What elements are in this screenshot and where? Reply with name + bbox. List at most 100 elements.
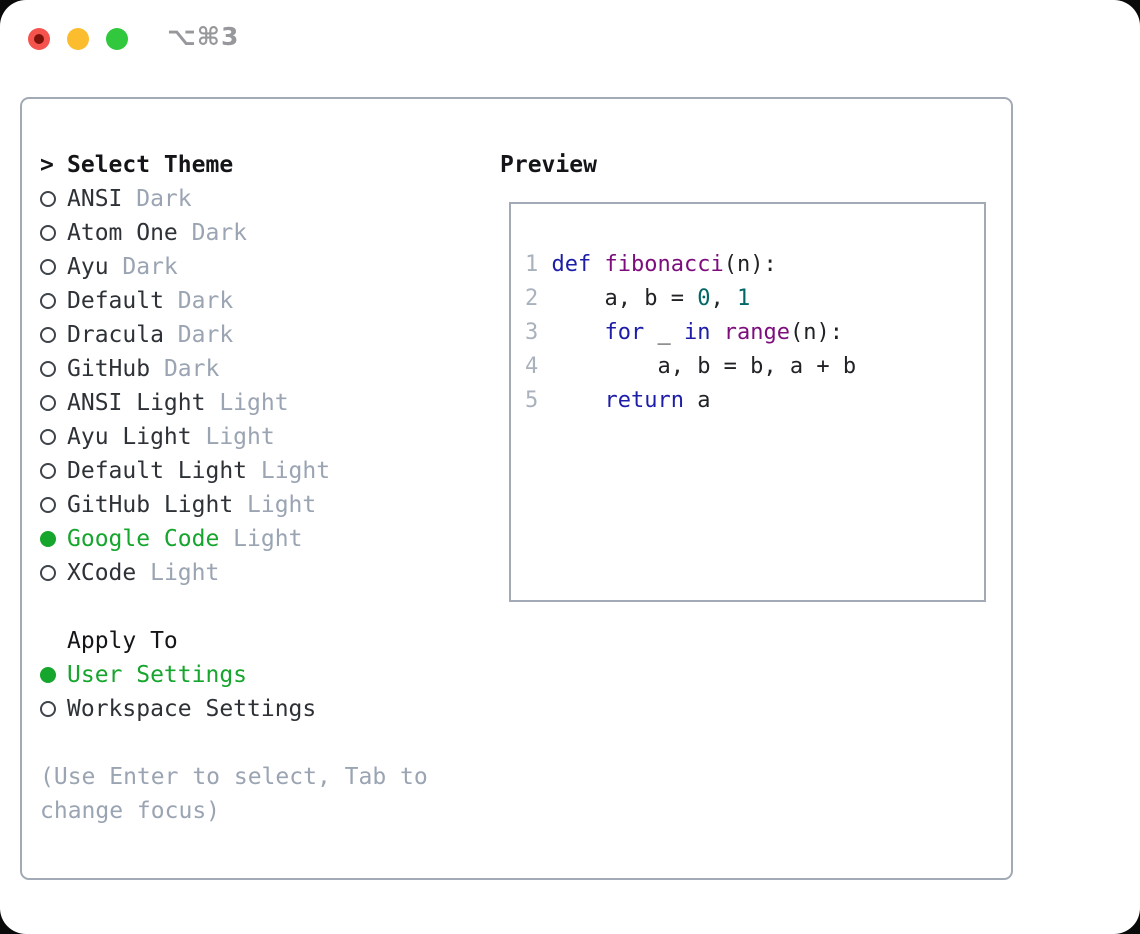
code-token: range [723, 320, 790, 345]
radio-marker [40, 454, 67, 488]
radio-marker [40, 318, 67, 352]
code-token: in [683, 320, 711, 345]
theme-option[interactable]: Ayu Light Light [40, 420, 428, 454]
theme-option[interactable]: Default Light Light [40, 454, 428, 488]
theme-variant: Light [191, 424, 275, 450]
theme-variant: Light [219, 526, 303, 552]
apply-to-title: Apply To [67, 628, 178, 654]
radio-icon [40, 463, 56, 479]
code-token [591, 252, 604, 277]
theme-variant: Dark [122, 186, 192, 212]
theme-option[interactable]: Atom One Dark [40, 216, 428, 250]
theme-variant: Light [205, 390, 289, 416]
line-number: 3 [525, 320, 552, 345]
code-token: 1 [736, 286, 751, 311]
line-number: 5 [525, 388, 552, 413]
code-token: 0 [697, 286, 711, 311]
radio-marker [40, 386, 67, 420]
record-dot-icon [34, 34, 44, 44]
code-line: 3 for _ in range(n): [525, 316, 984, 350]
theme-option[interactable]: Ayu Dark [40, 250, 428, 284]
window-minimize-button[interactable] [67, 28, 89, 50]
theme-name: Google Code [67, 526, 220, 552]
theme-variant: Dark [150, 356, 220, 382]
theme-name: GitHub Light [67, 492, 234, 518]
keyboard-shortcut-label: ⌥⌘3 [167, 22, 240, 51]
hint-text-line-2: change focus) [40, 798, 221, 824]
radio-icon [40, 565, 56, 581]
radio-marker [40, 420, 67, 454]
window-zoom-button[interactable] [106, 28, 128, 50]
theme-option[interactable]: GitHub Light Light [40, 488, 428, 522]
code-line: 4 a, b = b, a + b [525, 350, 984, 384]
select-theme-title: Select Theme [67, 152, 234, 178]
list-gap [40, 726, 428, 760]
radio-icon [40, 259, 56, 275]
radio-icon [40, 701, 56, 717]
code-token: return [604, 388, 684, 413]
radio-marker [40, 556, 67, 590]
theme-option[interactable]: Dracula Dark [40, 318, 428, 352]
radio-marker [40, 216, 67, 250]
radio-icon [40, 327, 56, 343]
code-token [552, 320, 605, 345]
theme-option[interactable]: Google Code Light [40, 522, 428, 556]
line-number: 4 [525, 354, 552, 379]
code-token: , [710, 286, 737, 311]
theme-variant: Dark [163, 288, 234, 314]
window-close-button[interactable] [28, 28, 50, 50]
radio-icon [40, 429, 56, 445]
theme-name: ANSI [67, 186, 123, 212]
theme-option[interactable]: ANSI Light Light [40, 386, 428, 420]
code-token: a, b = [551, 286, 698, 311]
code-token: (n): [723, 252, 777, 277]
theme-name: Ayu Light [67, 424, 192, 450]
theme-variant: Dark [177, 220, 248, 246]
theme-name: Default Light [67, 458, 248, 484]
apply-option[interactable]: Workspace Settings [40, 692, 428, 726]
code-token: fibonacci [604, 252, 724, 277]
theme-option[interactable]: GitHub Dark [40, 352, 428, 386]
code-line: 2 a, b = 0, 1 [525, 282, 984, 316]
radio-marker [40, 522, 67, 556]
radio-selected-icon [40, 667, 56, 683]
theme-variant: Light [136, 560, 220, 586]
radio-icon [40, 497, 56, 513]
radio-icon [40, 191, 56, 207]
radio-marker [40, 488, 67, 522]
radio-marker [40, 692, 67, 726]
radio-marker [40, 284, 67, 318]
radio-marker [40, 352, 67, 386]
list-gap [40, 590, 428, 624]
theme-name: Dracula [67, 322, 164, 348]
theme-variant: Dark [163, 322, 234, 348]
apply-to-header: Apply To [40, 624, 428, 658]
theme-option[interactable]: Default Dark [40, 284, 428, 318]
apply-option[interactable]: User Settings [40, 658, 428, 692]
code-token: a [683, 388, 711, 413]
apply-option-label: Workspace Settings [67, 696, 317, 722]
theme-name: Ayu [67, 254, 109, 280]
preview-header: Preview [500, 152, 597, 178]
blank-line [525, 418, 984, 452]
line-number: 1 [525, 252, 552, 277]
prompt-caret-icon: > [40, 152, 54, 178]
theme-variant: Light [233, 492, 317, 518]
code-line: 5 return a [525, 384, 984, 418]
apply-to-indent [40, 624, 67, 658]
theme-option[interactable]: XCode Light [40, 556, 428, 590]
theme-option[interactable]: ANSI Dark [40, 182, 428, 216]
code-token: def [551, 252, 592, 277]
theme-name: Atom One [67, 220, 178, 246]
radio-icon [40, 293, 56, 309]
code-token [552, 388, 605, 413]
select-theme-header: > Select Theme [40, 148, 428, 182]
code-token: a, b = b, a + b [551, 354, 857, 379]
theme-name: ANSI Light [67, 390, 206, 416]
theme-name: XCode [67, 560, 137, 586]
radio-icon [40, 361, 56, 377]
